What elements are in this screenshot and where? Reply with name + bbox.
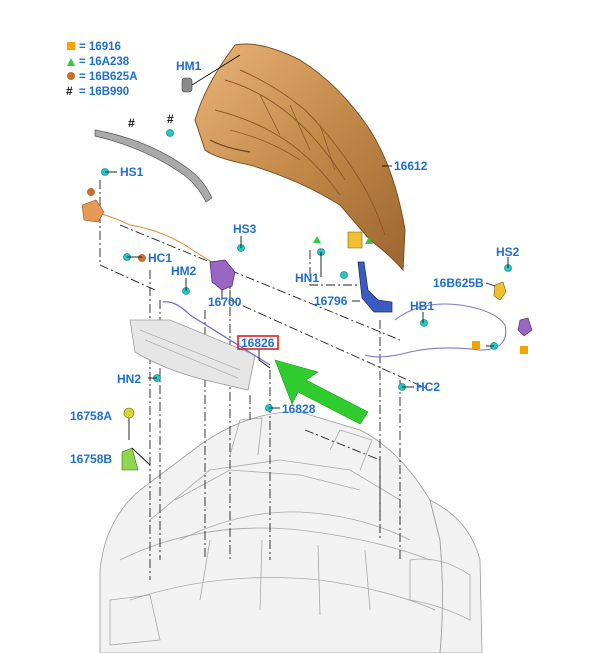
callout-leaders [105,165,509,409]
hood-hinge-16796 [357,261,393,313]
square-icon [520,346,528,354]
release-handle-circle-icon [87,188,95,196]
legend-item-16b990: = 16B990 [79,86,129,98]
hood-seal-strip [94,129,213,203]
callout-16758a: 16758A [70,409,112,423]
legend-circle-icon [67,72,75,80]
legend-item-16a238: = 16A238 [79,56,130,68]
legend-item-16b625a: = 16B625A [79,71,138,83]
legend-hash-icon: # [66,84,73,98]
callout-16b625b: 16B625B [433,276,484,290]
clip-hash [166,129,174,137]
legend-item-16916: = 16916 [79,41,121,53]
callout-16758b: 16758B [70,452,112,466]
hash-marker: # [167,112,174,126]
legend-square-icon [67,42,75,50]
triangle-icon [365,237,373,244]
air-deflector-panel [129,319,256,391]
part-16758a [123,407,135,440]
square-icon [472,341,480,349]
callout-16612: 16612 [394,159,428,173]
callout-hc2: HC2 [416,380,440,394]
callout-16700: 16700 [208,295,242,309]
callout-16796: 16796 [314,294,348,308]
hc1-circle-icon [138,254,146,262]
highlighted-callout-16826[interactable]: 16826 [237,335,279,350]
hood-release-cable [162,301,271,366]
upper-bracket [313,231,373,249]
hood-panel [194,43,406,272]
latch-bracket-16700 [209,259,236,300]
callout-hm2: HM2 [171,264,197,278]
hm1-bumper-part [181,54,241,93]
legend: = 16916 = 16A238 = 16B625A # = 16B990 [66,41,138,98]
legend-triangle-icon [67,58,75,66]
callout-hc1: HC1 [148,251,172,265]
callout-hs3: HS3 [233,222,257,236]
hood-latch-cable [364,303,507,358]
clip-hb1 [420,319,428,327]
callout-hb1: HB1 [410,299,434,313]
callout-labels: HM1 HS1 HS3 HS2 HC1 HM2 16700 16612 HN1 … [70,59,520,466]
highlight-box [237,335,279,350]
callout-16828: 16828 [282,402,316,416]
pointer-arrow-icon [274,359,369,425]
callout-hn2: HN2 [117,372,141,386]
air-deflector-ribs [139,329,241,379]
part-16b625b [472,281,533,354]
part-16758b [121,447,151,471]
callout-hm1: HM1 [176,59,202,73]
release-handle-cable [84,209,213,263]
release-handle [81,188,146,262]
callout-hn1: HN1 [295,271,319,285]
callout-hs1: HS1 [120,165,144,179]
callout-16826: 16826 [241,336,275,350]
vehicle-front-body [99,411,483,653]
hash-marker: # [128,116,135,130]
callout-hs2: HS2 [496,245,520,259]
triangle-icon [313,236,321,243]
clip-hn1-b [340,271,348,279]
